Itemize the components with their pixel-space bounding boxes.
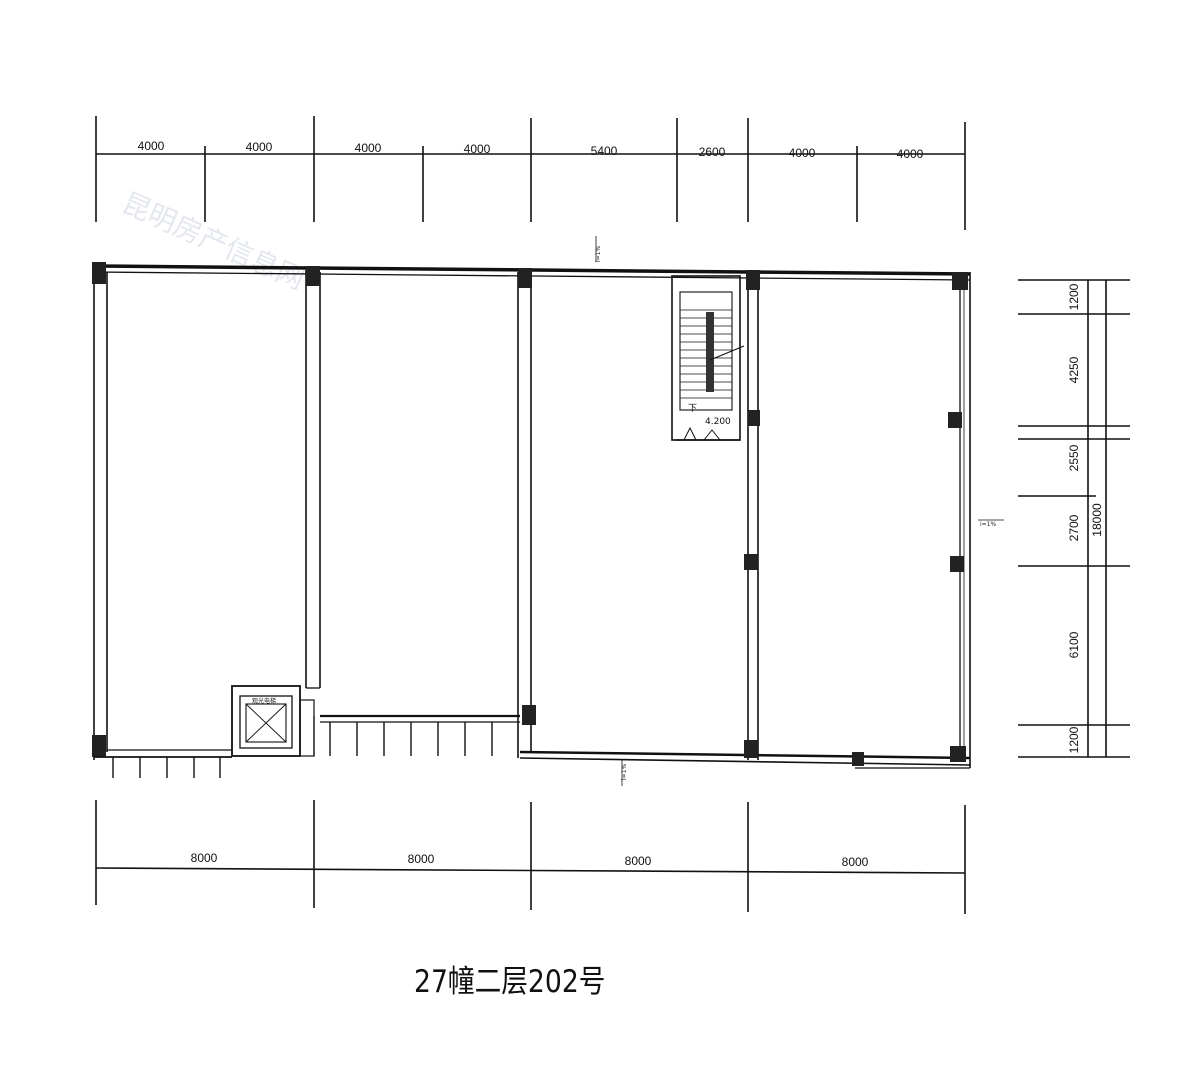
slope-label-bottom: i=1% — [621, 763, 628, 780]
balcony-posts-left — [94, 756, 232, 778]
top-dim-7: 4000 — [789, 146, 816, 160]
top-dim-3: 4000 — [355, 141, 382, 155]
bottom-dimension-chain — [95, 800, 966, 914]
elevator — [231, 685, 315, 757]
watermark: 昆明房产信息网 — [117, 186, 309, 296]
columns — [92, 262, 968, 766]
bottom-dim-2: 8000 — [408, 852, 435, 866]
slope-label-top: i=1% — [595, 245, 602, 262]
right-dimension-chain — [1018, 279, 1130, 758]
bottom-dim-3: 8000 — [625, 854, 652, 868]
bottom-dim-4: 8000 — [842, 855, 869, 869]
slope-arrows — [595, 236, 1004, 786]
stair-down-mark: 下 — [688, 404, 697, 414]
right-dim-4: 2700 — [1067, 514, 1081, 541]
top-dimension-chain — [95, 116, 966, 230]
plan-title: 27幢二层202号 — [414, 964, 606, 1000]
top-dim-2: 4000 — [246, 140, 273, 154]
right-dim-3: 2550 — [1067, 444, 1081, 471]
right-dim-1: 1200 — [1067, 283, 1081, 310]
slope-label-right: i=1% — [980, 521, 997, 528]
right-dim-total: 18000 — [1090, 503, 1104, 537]
outer-walls — [93, 264, 971, 769]
top-dim-8: 4000 — [897, 147, 924, 161]
right-dim-5: 6100 — [1067, 631, 1081, 658]
top-dim-4: 4000 — [464, 142, 491, 156]
right-dim-6: 1200 — [1067, 726, 1081, 753]
top-dim-1: 4000 — [138, 139, 165, 153]
balcony-posts-corridor — [329, 722, 493, 756]
stairwell — [671, 275, 745, 441]
top-dim-6: 2600 — [699, 145, 726, 159]
right-dim-2: 4250 — [1067, 356, 1081, 383]
elevator-label: 观光电梯 — [252, 697, 276, 705]
stair-level-label: 4.200 — [705, 417, 731, 427]
bottom-dim-1: 8000 — [191, 851, 218, 865]
top-dim-5: 5400 — [591, 144, 618, 158]
